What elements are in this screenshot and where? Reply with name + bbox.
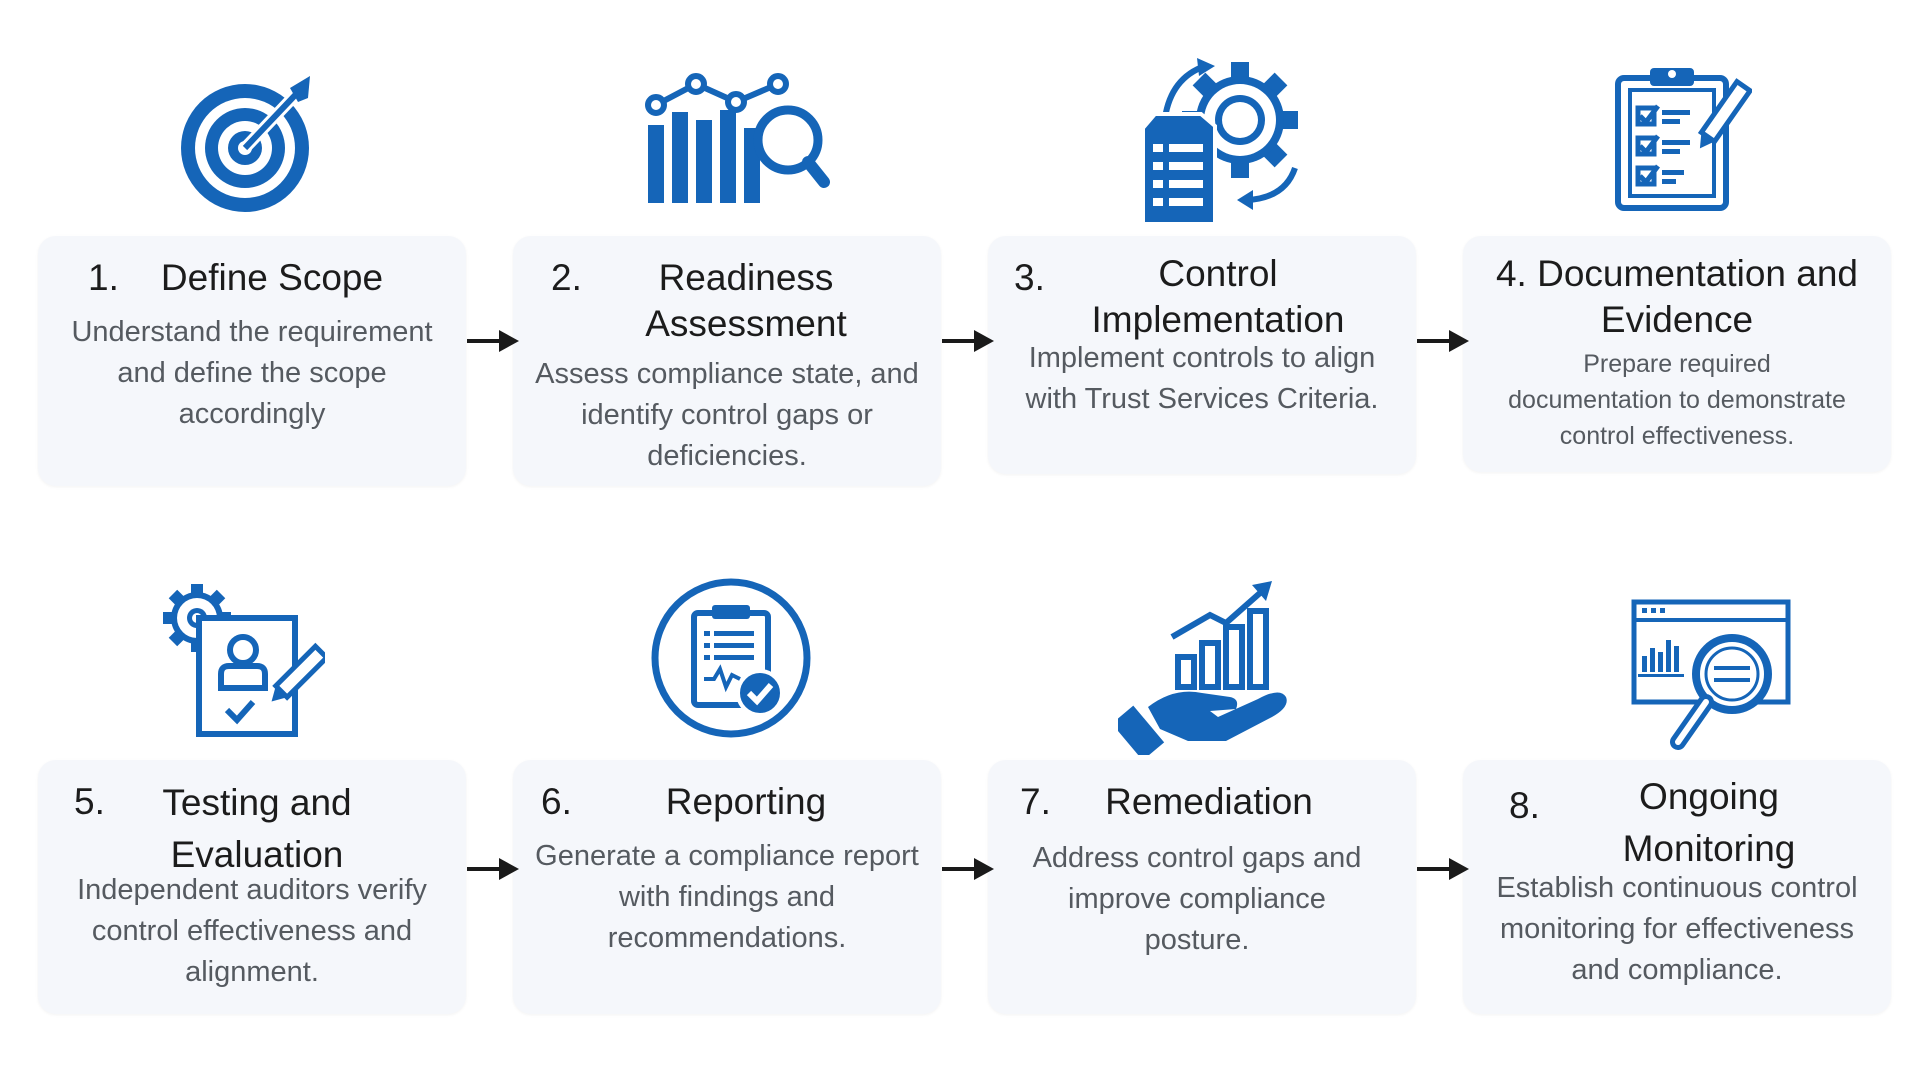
step-title: 4. Documentation and Evidence (1495, 253, 1858, 340)
flow-arrow (467, 856, 519, 882)
step-number: 3. (1014, 257, 1045, 298)
flow-arrow (1417, 856, 1469, 882)
step-description: Assess compliance state, and identify co… (535, 358, 919, 472)
step-number: 5. (74, 781, 105, 822)
hand-growth-chart-icon (1118, 575, 1298, 755)
step-number: 6. (541, 781, 572, 822)
step-description: Understand the requirement and define th… (71, 316, 433, 430)
step-card-3: 3. Control Implementation Implement cont… (988, 236, 1416, 474)
flow-arrow (942, 856, 994, 882)
step-card-1: 1. Define Scope Understand the requireme… (38, 236, 466, 486)
step-description: Address control gaps and improve complia… (1032, 842, 1362, 956)
step-description: Generate a compliance report with findin… (535, 840, 919, 954)
step-title: Define Scope (160, 257, 384, 298)
step-title: Testing and Evaluation (162, 782, 352, 875)
step-number: 2. (551, 257, 582, 298)
analytics-magnifier-icon (640, 70, 830, 205)
step-card-6: 6. Reporting Generate a compliance repor… (513, 760, 941, 1014)
step-title: Control Implementation (1091, 253, 1345, 340)
step-description: Implement controls to align with Trust S… (1025, 342, 1379, 415)
step-card-5: 5. Testing and Evaluation Independent au… (38, 760, 466, 1014)
step-description: Independent auditors verify control effe… (77, 874, 427, 988)
step-title: Remediation (1105, 781, 1313, 822)
flow-arrow (942, 328, 994, 354)
step-title: Readiness Assessment (645, 257, 847, 344)
step-card-7: 7. Remediation Address control gaps and … (988, 760, 1416, 1014)
step-title: Ongoing Monitoring (1622, 776, 1796, 869)
clipboard-checklist-icon (1612, 64, 1752, 212)
step-number: 7. (1020, 781, 1051, 822)
profile-review-icon (155, 578, 325, 738)
step-description: Establish continuous control monitoring … (1496, 872, 1858, 986)
gear-document-icon (1135, 58, 1305, 226)
step-card-4: 4. Documentation and Evidence Prepare re… (1463, 236, 1891, 472)
step-number: 8. (1509, 785, 1540, 826)
monitor-magnifier-icon (1628, 596, 1794, 758)
step-description: Prepare required documentation to demons… (1508, 350, 1846, 450)
report-check-icon (648, 575, 814, 741)
step-number: 1. (88, 257, 119, 298)
target-icon (170, 68, 320, 218)
flow-arrow (467, 328, 519, 354)
step-title: Reporting (665, 781, 827, 822)
flow-arrow (1417, 328, 1469, 354)
step-card-2: 2. Readiness Assessment Assess complianc… (513, 236, 941, 486)
step-card-8: 8. Ongoing Monitoring Establish continuo… (1463, 760, 1891, 1014)
